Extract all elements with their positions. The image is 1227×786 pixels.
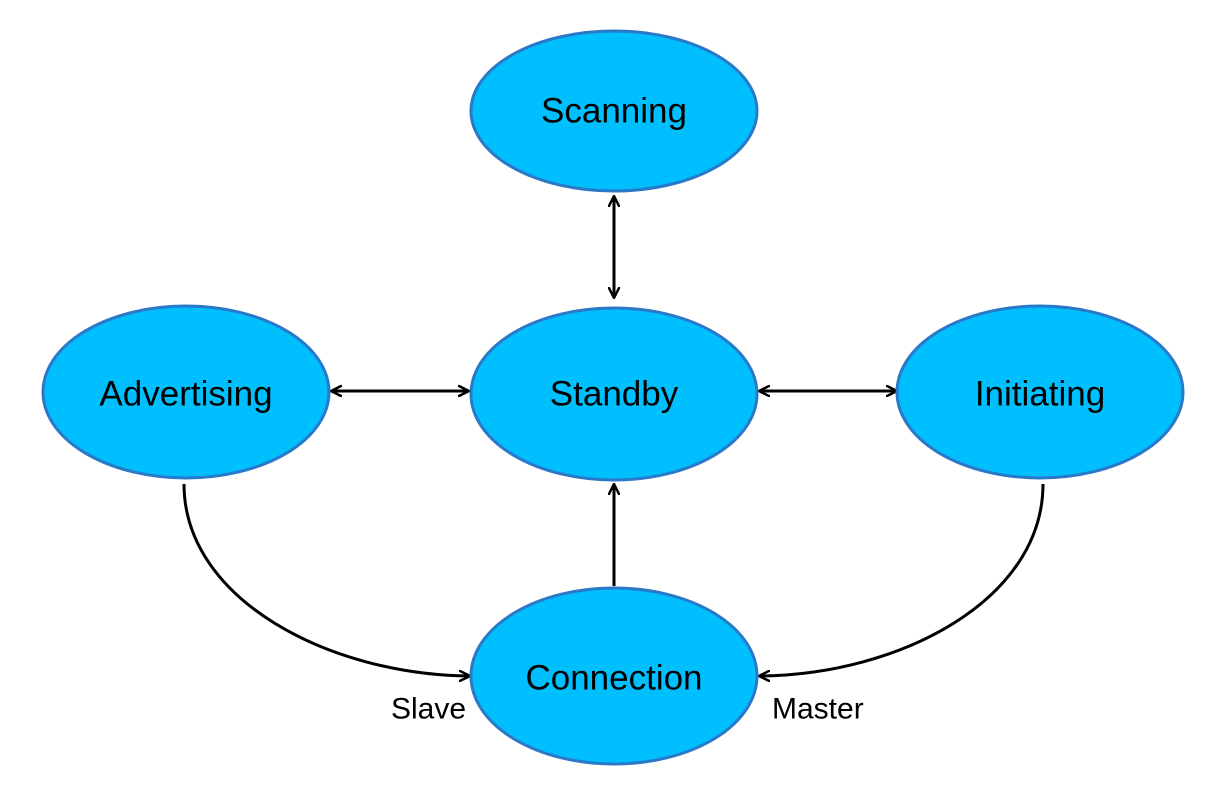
state-connection: Connection <box>469 586 759 766</box>
state-advertising-label: Advertising <box>99 375 272 414</box>
state-initiating-label: Initiating <box>975 375 1105 414</box>
edge-initiating-connection <box>759 483 1045 676</box>
state-connection-shape <box>469 586 759 766</box>
state-advertising: Advertising <box>41 304 331 480</box>
edge-advertising-connection <box>182 483 470 676</box>
edge-label-slave: Slave <box>391 693 466 726</box>
state-standby-shape <box>469 306 759 482</box>
state-initiating: Initiating <box>895 304 1185 480</box>
state-scanning-shape <box>469 29 759 193</box>
edge-label-master: Master <box>772 693 864 726</box>
state-initiating-shape <box>895 304 1185 480</box>
state-standby-label: Standby <box>550 375 679 414</box>
state-advertising-shape <box>41 304 331 480</box>
state-scanning-label: Scanning <box>541 92 687 131</box>
state-scanning: Scanning <box>469 29 759 193</box>
state-connection-label: Connection <box>525 659 702 698</box>
state-standby: Standby <box>469 306 759 482</box>
